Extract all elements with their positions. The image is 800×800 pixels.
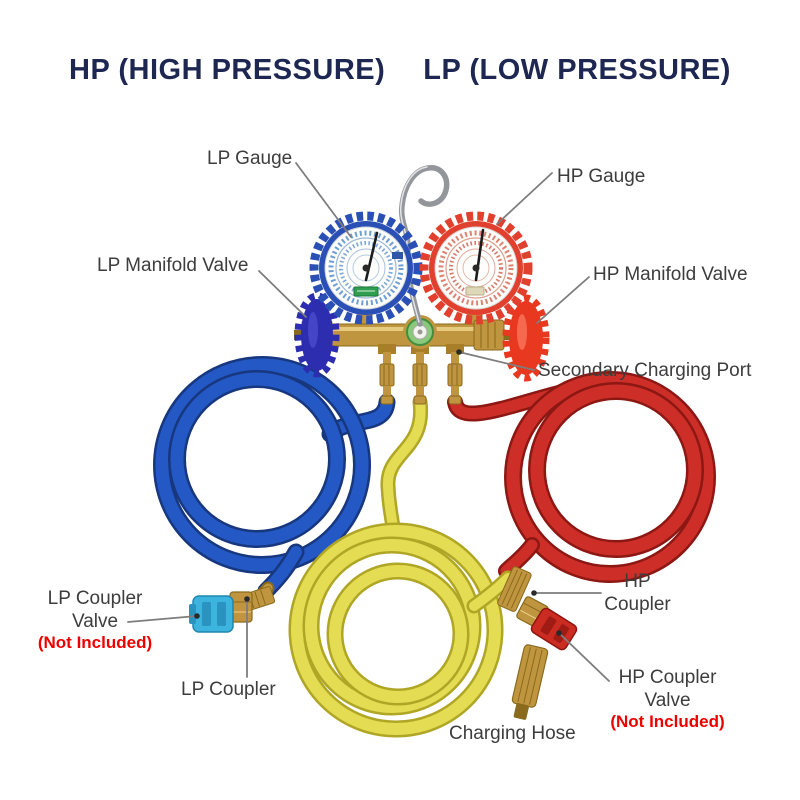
hp-coupler-label: HP Coupler <box>580 570 695 616</box>
hp-coupler-valve-label: HP Coupler Valve (Not Included) <box>595 666 740 732</box>
hp-manifold-knob <box>502 294 550 382</box>
hp-manifold-valve-leader <box>536 276 590 324</box>
title-hp: HP (HIGH PRESSURE) <box>69 54 386 86</box>
manifold-ports <box>378 344 464 405</box>
secondary-charging-port-leader <box>458 351 535 371</box>
hp-coupler-valve-line1: HP Coupler <box>618 667 717 688</box>
leader-lines <box>127 162 610 682</box>
hp-manifold-valve-label: HP Manifold Valve <box>593 264 748 285</box>
lp-coupler-valve-line1: LP Coupler <box>47 588 143 609</box>
lp-gauge-label: LP Gauge <box>207 148 293 169</box>
blue-hose-coil <box>153 356 396 600</box>
lp-coupler-valve-note: (Not Included) <box>37 633 153 652</box>
hp-coupler-line1: HP <box>624 571 651 592</box>
hp-coupler-valve-line2: Valve <box>644 690 691 711</box>
charging-hose-label: Charging Hose <box>449 723 576 744</box>
sight-glass <box>403 315 437 349</box>
hp-coupler-assembly <box>497 566 578 720</box>
hp-gauge-leader <box>496 172 553 225</box>
hp-gauge <box>419 211 533 325</box>
lp-coupler-valve-line2: Valve <box>71 611 119 632</box>
title-lp: LP (LOW PRESSURE) <box>423 54 731 86</box>
lp-manifold-knob <box>294 292 340 378</box>
hp-coupler-valve-note: (Not Included) <box>610 712 725 731</box>
lp-gauge <box>309 211 423 325</box>
manifold-end-nut-right <box>473 319 505 351</box>
lp-coupler-valve-leader <box>127 615 198 623</box>
page-title: HP (HIGH PRESSURE) LP (LOW PRESSURE) <box>0 54 800 87</box>
lp-manifold-valve-label: LP Manifold Valve <box>97 255 249 276</box>
hp-coupler-line2: Coupler <box>604 594 671 615</box>
lp-manifold-valve-leader <box>258 270 307 318</box>
secondary-charging-port-label: Secondary Charging Port <box>538 360 752 381</box>
leader-dots <box>194 349 562 636</box>
lp-coupler-valve-label: LP Coupler Valve (Not Included) <box>15 587 175 653</box>
lp-gauge-leader <box>295 162 352 238</box>
red-hose-coil <box>447 371 716 583</box>
hp-gauge-label: HP Gauge <box>557 166 646 187</box>
lp-coupler-label: LP Coupler <box>181 679 276 700</box>
hp-coupler-valve-leader <box>558 632 610 682</box>
yellow-charging-hose-coil <box>288 394 516 738</box>
lp-coupler-assembly <box>189 581 276 633</box>
